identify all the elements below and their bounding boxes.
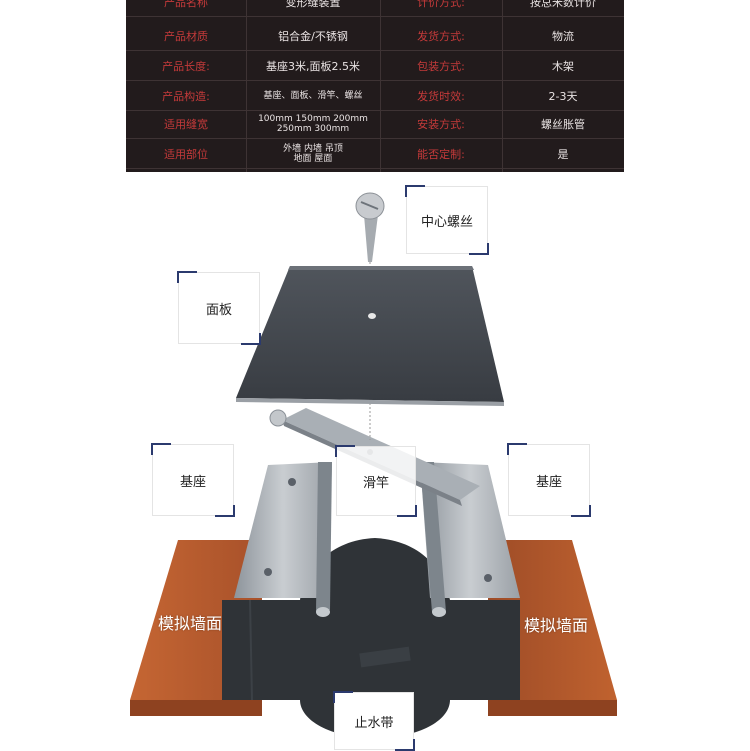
label-wall-left: 模拟墙面 <box>158 614 223 633</box>
spec-label: 产品名称 <box>164 0 208 9</box>
table-row: 适用部位 外墙 内墙 吊顶 地面 屋面 能否定制: 是 <box>126 140 624 169</box>
spec-value: 外墙 内墙 吊顶 地面 屋面 <box>283 144 343 164</box>
spec-label: 适用部位 <box>164 147 208 161</box>
label-wall-right: 模拟墙面 <box>524 616 589 635</box>
label-waterstop: 止水带 <box>333 691 415 751</box>
label-text: 基座 <box>535 474 562 490</box>
label-center-screw: 中心螺丝 <box>405 185 489 255</box>
spec-value: 按总米数计价 <box>530 0 596 9</box>
spec-value: 基座3米,面板2.5米 <box>266 59 360 73</box>
label-text: 基座 <box>179 474 206 490</box>
table-row: 产品材质 铝合金/不锈钢 发货方式: 物流 <box>126 22 624 51</box>
spec-label: 能否定制: <box>417 147 465 161</box>
spec-table: 产品名称 变形缝装置 计价方式: 按总米数计价 产品材质 铝合金/不锈钢 发货方… <box>126 0 624 172</box>
table-row: 产品长度: 基座3米,面板2.5米 包装方式: 木架 <box>126 52 624 81</box>
spec-value: 铝合金/不锈钢 <box>278 29 348 43</box>
spec-label: 产品构造: <box>162 89 210 103</box>
table-row: 产品名称 变形缝装置 计价方式: 按总米数计价 <box>126 0 624 17</box>
spec-label: 产品长度: <box>162 59 210 73</box>
spec-label: 计价方式: <box>417 0 465 9</box>
table-divider <box>502 0 503 172</box>
label-base-right: 基座 <box>507 443 591 517</box>
label-panel: 面板 <box>177 271 261 345</box>
base-left <box>234 462 332 617</box>
table-row: 产品构造: 基座、面板、滑竿、螺丝 发货时效: 2-3天 <box>126 82 624 111</box>
table-row: 适用缝宽 100mm 150mm 200mm 250mm 300mm 安装方式:… <box>126 110 624 139</box>
spec-value: 螺丝胀管 <box>541 117 585 131</box>
label-text: 面板 <box>205 302 232 318</box>
spec-label: 发货时效: <box>417 89 465 103</box>
table-divider <box>380 0 381 172</box>
label-base-left: 基座 <box>151 443 235 517</box>
spec-value: 100mm 150mm 200mm 250mm 300mm <box>258 114 368 134</box>
wall-right <box>488 540 617 716</box>
label-text: 滑竿 <box>362 475 389 491</box>
center-screw <box>355 192 385 262</box>
spec-label: 产品材质 <box>164 29 208 43</box>
spec-label: 包装方式: <box>417 59 465 73</box>
panel <box>236 266 504 406</box>
spec-value: 变形缝装置 <box>285 0 341 9</box>
spec-value: 2-3天 <box>548 89 578 103</box>
spec-label: 安装方式: <box>417 117 465 131</box>
table-divider <box>246 0 247 172</box>
spec-value: 物流 <box>552 29 574 43</box>
label-text: 止水带 <box>354 715 394 731</box>
label-slide-rod: 滑竿 <box>335 445 417 517</box>
spec-value: 基座、面板、滑竿、螺丝 <box>263 91 363 101</box>
spec-label: 适用缝宽 <box>164 117 208 131</box>
spec-value: 是 <box>557 147 569 161</box>
waterstop-marking <box>359 646 411 668</box>
waterstop-edge <box>249 599 253 701</box>
spec-label: 发货方式: <box>417 29 465 43</box>
label-text: 中心螺丝 <box>420 214 473 230</box>
spec-value: 木架 <box>552 59 574 73</box>
